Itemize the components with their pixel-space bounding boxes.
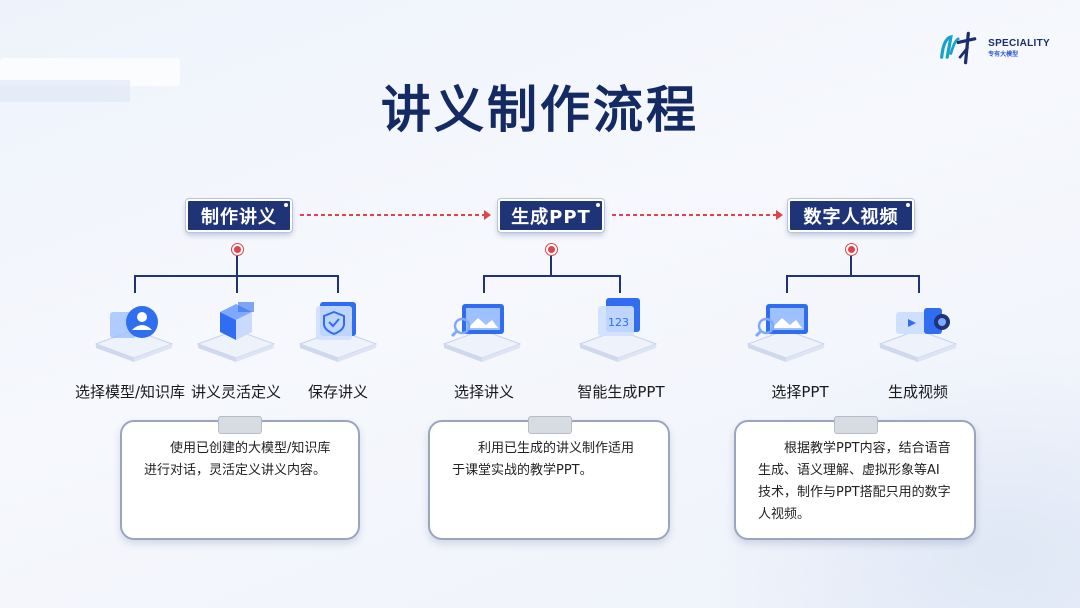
description-card-make-handout: 使用已创建的大模型/知识库进行对话，灵活定义讲义内容。 [120,420,360,540]
card-text: 利用已生成的讲义制作适用于课堂实战的教学PPT。 [452,441,635,478]
connector-line [786,275,920,277]
code-screen-icon: 123 [576,292,660,362]
card-clip [834,416,878,434]
background-decoration [0,80,130,102]
step-box-generate-ppt: 生成PPT [498,199,604,232]
card-text: 根据教学PPT内容，结合语音生成、语义理解、虚拟形象等AI技术，制作与PPT搭配… [758,441,951,522]
brand-mark-icon [940,31,977,65]
brand-logo: SPECIALITY 专有大模型 [938,26,1050,70]
card-text: 使用已创建的大模型/知识库进行对话，灵活定义讲义内容。 [144,441,331,478]
logo-title: SPECIALITY [988,37,1050,49]
item-label-save-handout: 保存讲义 [307,383,368,401]
step-label: 生成PPT [511,206,591,228]
page-title: 讲义制作流程 [381,81,699,139]
connector-line [786,275,788,293]
connector-line [236,256,238,276]
image-search-icon [744,292,828,362]
connector-line [134,275,136,293]
video-camera-icon [876,292,960,362]
item-label-select-model: 选择模型/知识库 [74,383,186,401]
svg-text:123: 123 [608,316,629,329]
connector-line [236,275,238,293]
item-label-define-handout: 讲义灵活定义 [190,383,281,401]
connector-line [550,256,552,276]
connector-dot [846,244,857,255]
user-profile-icon [92,292,176,362]
connector-dot [546,244,557,255]
item-label-select-handout: 选择讲义 [453,383,514,401]
step-box-make-handout: 制作讲义 [186,199,292,232]
step-box-digital-human-video: 数字人视频 [788,199,914,232]
item-label-generate-ppt: 智能生成PPT [577,383,665,401]
connector-dot [232,244,243,255]
shield-check-icon [296,292,380,362]
connector-line [483,275,485,293]
connector-line [619,275,621,293]
description-card-generate-ppt: 利用已生成的讲义制作适用于课堂实战的教学PPT。 [428,420,670,540]
connector-line [483,275,621,277]
item-label-generate-video: 生成视频 [887,383,948,401]
connector-line [850,256,852,276]
description-card-digital-human: 根据教学PPT内容，结合语音生成、语义理解、虚拟形象等AI技术，制作与PPT搭配… [734,420,976,540]
step-label: 数字人视频 [803,206,899,228]
connector-line [918,275,920,293]
card-clip [218,416,262,434]
image-search-icon [440,292,524,362]
logo-subtitle: 专有大模型 [988,50,1019,58]
flow-arrow [300,210,491,220]
cube-box-icon [194,292,278,362]
card-clip [528,416,572,434]
step-label: 制作讲义 [201,206,277,228]
item-label-select-ppt: 选择PPT [771,383,829,401]
connector-line [337,275,339,293]
flow-arrow [612,210,783,220]
